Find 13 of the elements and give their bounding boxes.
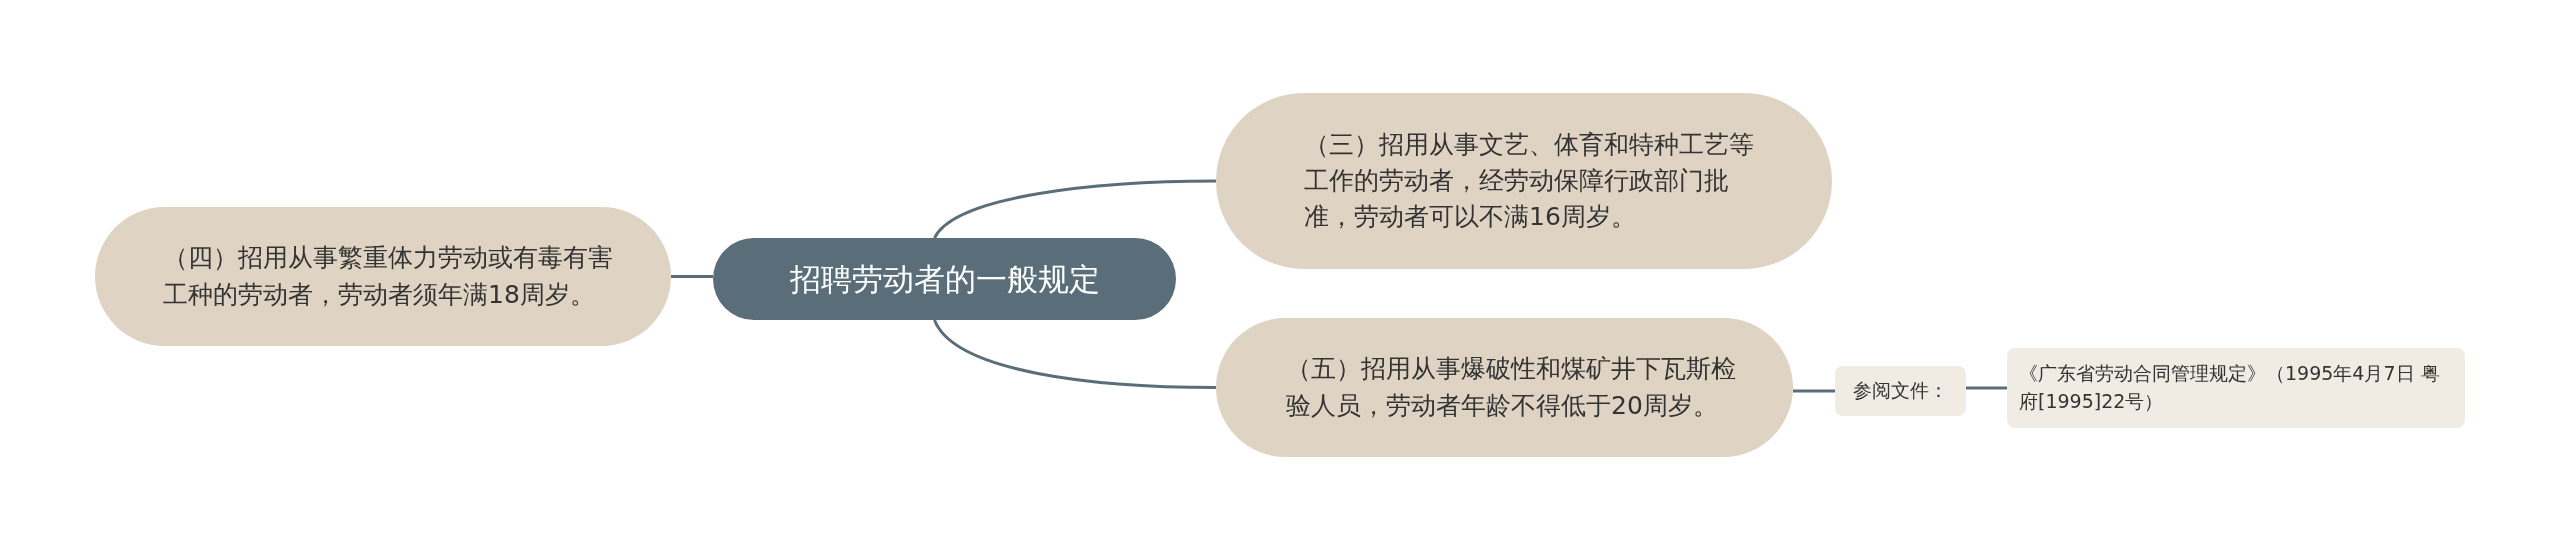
topic-text: 参阅文件：: [1853, 378, 1948, 404]
topic-text: （三）招用从事文艺、体育和特种工艺等工作的劳动者，经劳动保障行政部门批准，劳动者可以不满16周岁。: [1304, 128, 1755, 234]
connector-line: [1966, 386, 2007, 390]
topic-text: （四）招用从事繁重体力劳动或有毒有害工种的劳动者，劳动者须年满18周岁。: [163, 242, 614, 311]
reference-note: [2007, 348, 2465, 428]
topic-text: （五）招用从事爆破性和煤矿井下瓦斯检验人员，劳动者年龄不得低于20周岁。: [1286, 353, 1737, 422]
connector-line: [1793, 389, 1835, 393]
connector-line: [933, 319, 1216, 389]
topic-text: 招聘劳动者的一般规定: [789, 259, 1100, 299]
topic-text: 《广东省劳动合同管理规定》（1995年4月7日 粤府[1995]22号）: [2019, 361, 2441, 414]
connector-line: [933, 179, 1216, 239]
connector-line: [671, 275, 713, 278]
subtopic-tag: [1835, 366, 1966, 416]
